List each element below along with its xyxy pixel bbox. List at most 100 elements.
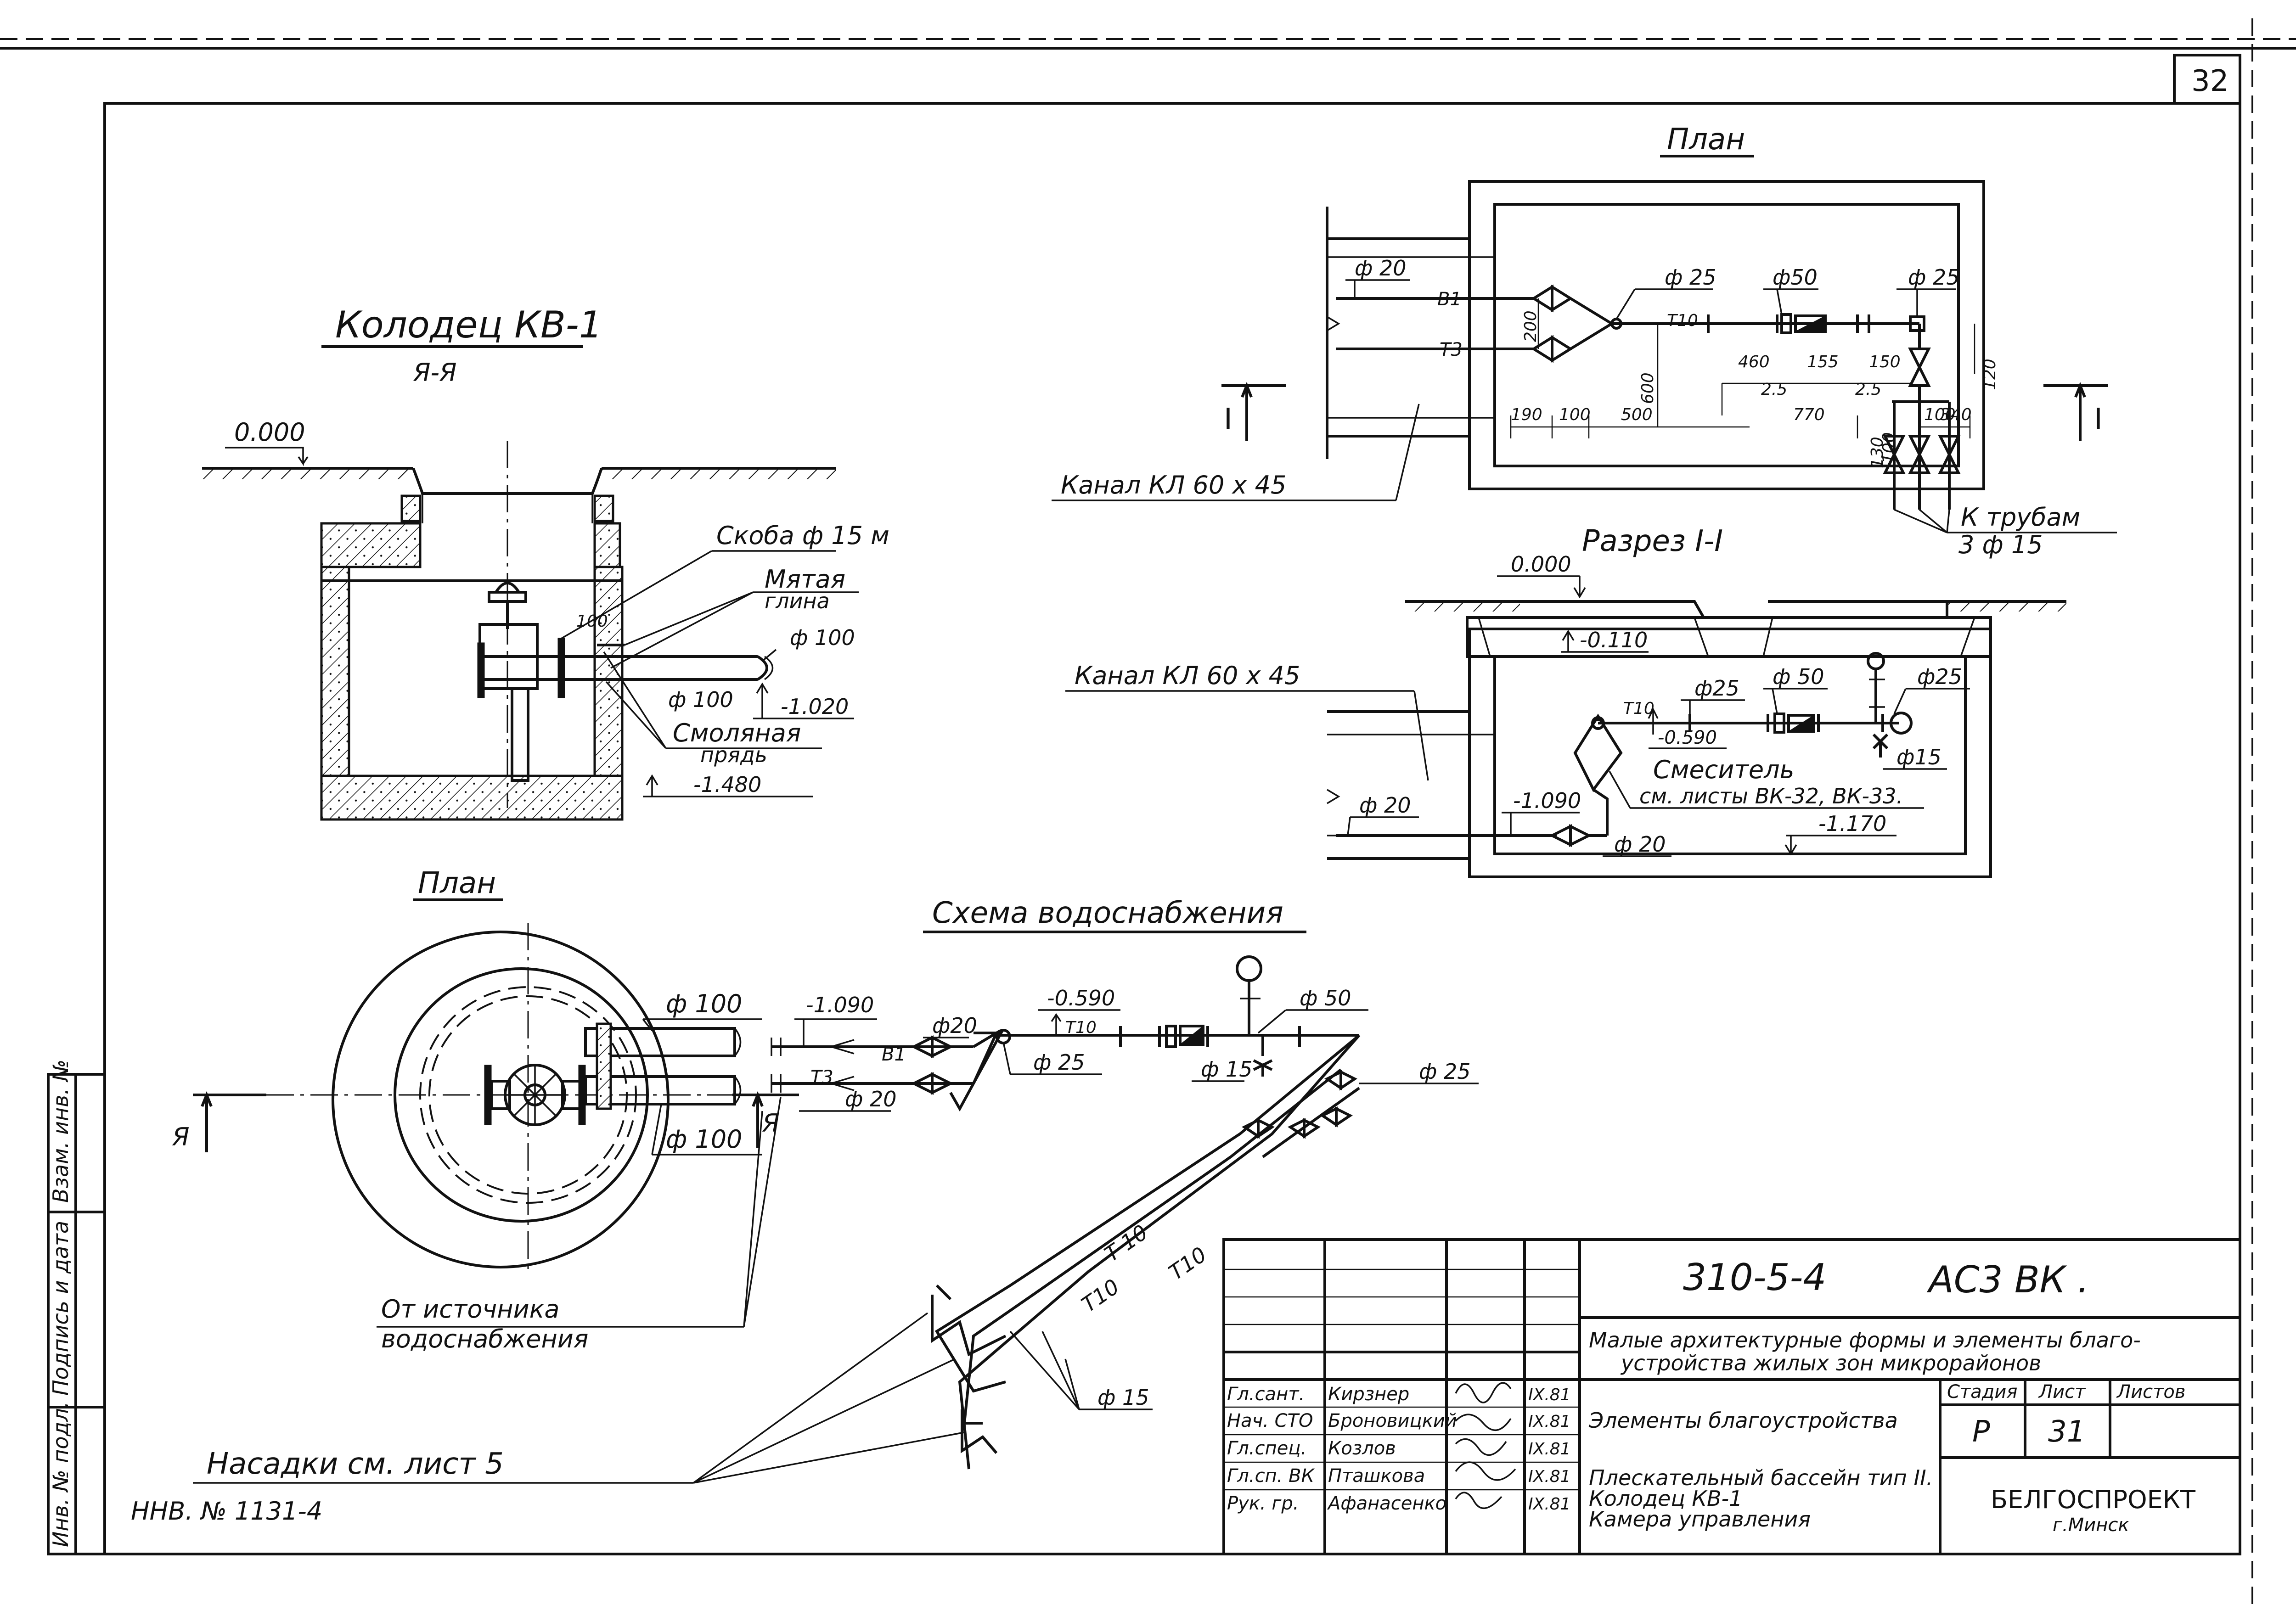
- well-plan-cut-left: Я: [172, 1122, 190, 1151]
- chamber-plan-t10: Т10: [1667, 311, 1698, 330]
- scheme-d25-right: ф 25: [1419, 1059, 1470, 1084]
- scheme-d20-top: ф20: [932, 1013, 977, 1038]
- well-plan-pipe-bottom: ф 100: [666, 1125, 742, 1154]
- chamber-plan-dim-340: 340: [1940, 405, 1972, 424]
- chamber-section-d25-a: ф25: [1694, 676, 1739, 701]
- signature-table: Гл.сант. Нач. СТО Гл.спец. Гл.сп. ВК Рук…: [1227, 1384, 1571, 1514]
- chamber-plan-dim-600: 600: [1638, 372, 1657, 404]
- well-level-bottom: -1.480: [693, 772, 761, 797]
- chamber-section-t10: Т10: [1623, 699, 1654, 718]
- role-cell: Гл.сп. ВК: [1227, 1465, 1315, 1487]
- chamber-plan-dim-2-5b: 2.5: [1855, 380, 1881, 399]
- chamber-plan-dim-100: 100: [1559, 405, 1591, 424]
- well-section-label: Я-Я: [413, 358, 457, 387]
- chamber-section-level-1090: -1.090: [1513, 788, 1581, 813]
- chamber-plan-dim-2-5a: 2.5: [1761, 380, 1787, 399]
- well-pipe-d100-b: ф 100: [668, 687, 733, 712]
- well-dim-100: 100: [576, 612, 608, 631]
- scheme-b1: В1: [882, 1044, 906, 1065]
- chamber-plan-dim-770: 770: [1793, 405, 1825, 424]
- chamber-plan-dim-130: 130: [1868, 437, 1887, 468]
- well-label-clay-1: Мятая: [765, 565, 845, 594]
- scheme-t10-pipe-c: Т10: [1164, 1242, 1211, 1285]
- scheme-level-1090: -1.090: [806, 993, 874, 1017]
- well-level-pipe: -1.020: [781, 694, 849, 719]
- date-cell: IX.81: [1528, 1495, 1571, 1514]
- scheme-t10-pipe-a: Т 10: [1100, 1220, 1152, 1267]
- scheme-d15-nozzles: ф 15: [1097, 1385, 1149, 1410]
- chamber-section-level-0110: -0.110: [1580, 628, 1648, 652]
- chamber-section-mixer: Смеситель: [1653, 755, 1794, 784]
- well-label-resin-1: Смоляная: [673, 718, 801, 747]
- well-label-bracket: Скоба ф 15 м: [716, 521, 889, 550]
- chamber-plan-dim-200: 200: [1521, 310, 1540, 342]
- scheme-d20-bottom: ф 20: [845, 1087, 896, 1111]
- stamp-field-inventory: Инв. № подл.: [48, 1402, 73, 1547]
- chamber-plan-dim-155: 155: [1807, 353, 1839, 371]
- well-plan: [193, 923, 799, 1272]
- chamber-plan-d50: ф50: [1773, 265, 1818, 290]
- chamber-plan-to-pipes-d: 3 ф 15: [1958, 530, 2043, 559]
- chamber-section-d20-b: ф 20: [1614, 832, 1666, 857]
- scheme-t10-pipe-b: Т10: [1077, 1274, 1124, 1317]
- chamber-plan-channel: Канал КЛ 60 х 45: [1061, 471, 1286, 499]
- date-cell: IX.81: [1528, 1412, 1571, 1431]
- scheme-from-source-1: От источника: [381, 1295, 559, 1324]
- scheme-level-0590: -0.590: [1047, 986, 1115, 1010]
- scheme-t10: Т10: [1065, 1018, 1097, 1037]
- title-sheet-value: 31: [2048, 1415, 2085, 1449]
- side-stamp: [47, 1073, 106, 1555]
- name-cell: Броновицкий: [1328, 1410, 1457, 1431]
- well-section: [202, 441, 836, 821]
- chamber-plan-dim-120: 120: [1981, 359, 1999, 390]
- chamber-plan-dim-150: 150: [1869, 353, 1901, 371]
- scheme-d15-valve: ф 15: [1201, 1057, 1252, 1082]
- chamber-plan-to-pipes: К трубам: [1961, 503, 2080, 532]
- chamber-plan-cut-right: I: [2094, 403, 2103, 437]
- scheme-d25-left: ф 25: [1033, 1050, 1085, 1075]
- scheme-from-source-2: водоснабжения: [381, 1324, 588, 1353]
- well-level-top: 0.000: [234, 418, 305, 447]
- chamber-plan: [1221, 180, 2108, 510]
- scheme-title: Схема водоснабжения: [932, 896, 1283, 930]
- chamber-plan-cut-left: I: [1224, 403, 1232, 437]
- date-cell: IX.81: [1528, 1386, 1571, 1404]
- title-org-name: БЕЛГОСПРОЕКТ: [1991, 1485, 2196, 1514]
- chamber-plan-d20: ф 20: [1355, 256, 1406, 281]
- chamber-section-d25-b: ф25: [1917, 664, 1962, 689]
- supply-scheme: [771, 955, 1361, 1470]
- chamber-section-d20-a: ф 20: [1359, 793, 1411, 818]
- chamber-plan-dim-100b: 100: [1924, 405, 1956, 424]
- chamber-section-title: Разрез I-I: [1582, 524, 1723, 558]
- role-cell: Гл.спец.: [1227, 1438, 1306, 1459]
- title-block: [1222, 1238, 2241, 1555]
- title-description-2: устройства жилых зон микрорайонов: [1620, 1351, 2041, 1375]
- chamber-section-mixer-ref: см. листы ВК-32, ВК-33.: [1639, 784, 1903, 808]
- well-plan-title: План: [418, 866, 496, 900]
- chamber-section: [1327, 600, 2066, 878]
- name-cell: Кирзнер: [1328, 1384, 1409, 1405]
- title-drawing-set: АС3 ВК .: [1926, 1258, 2089, 1301]
- chamber-section-channel: Канал КЛ 60 х 45: [1075, 661, 1300, 690]
- chamber-section-d15: ф15: [1896, 745, 1941, 769]
- sheet-number: 32: [2191, 64, 2228, 98]
- well-label-resin-2: прядь: [700, 742, 767, 767]
- title-elements-text: Элементы благоустройства: [1588, 1408, 1898, 1433]
- title-org-city: г.Минск: [2053, 1515, 2129, 1536]
- chamber-section-level-1170: -1.170: [1818, 811, 1886, 836]
- name-cell: Пташкова: [1328, 1465, 1425, 1487]
- chamber-plan-dim-460: 460: [1738, 353, 1770, 371]
- stamp-field-signature: Подпись и дата: [48, 1221, 73, 1396]
- scheme-nozzles: Насадки см. лист 5: [207, 1447, 504, 1481]
- chamber-section-level-0590: -0.590: [1658, 727, 1717, 748]
- date-cell: IX.81: [1528, 1467, 1571, 1486]
- chamber-plan-dim-100c: 100: [1880, 432, 1898, 464]
- title-project-code: 310-5-4: [1683, 1256, 1826, 1299]
- role-cell: Рук. гр.: [1227, 1493, 1299, 1514]
- scheme-t3: Т3: [810, 1067, 833, 1088]
- chamber-plan-dim-500: 500: [1621, 405, 1653, 424]
- title-sheet-header: Лист: [2038, 1381, 2086, 1403]
- sheet-frame: [0, 18, 2296, 1607]
- chamber-plan-dim-190: 190: [1511, 405, 1542, 424]
